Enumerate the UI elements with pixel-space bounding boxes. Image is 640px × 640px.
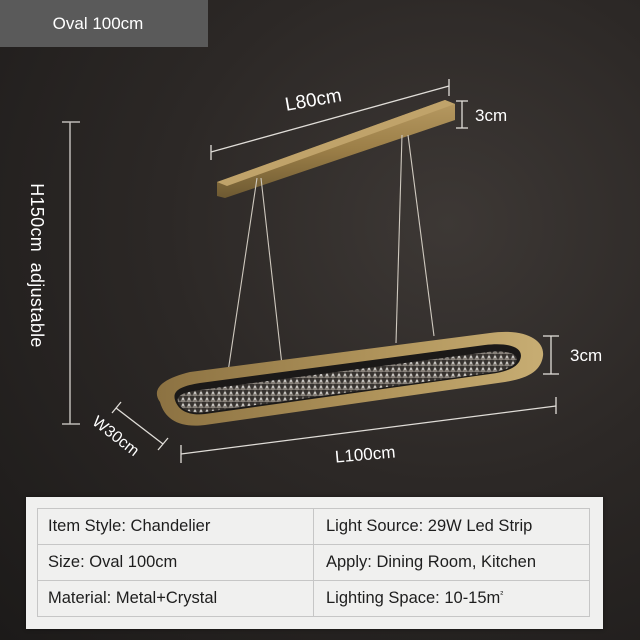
canopy-length-dimension-line bbox=[210, 79, 450, 160]
height-dimension-line bbox=[62, 121, 80, 425]
spec-size: Size: Oval 100cm bbox=[37, 544, 314, 581]
spec-material: Material: Metal+Crystal bbox=[37, 580, 314, 617]
spec-row: Item Style: Chandelier Light Source: 29W… bbox=[37, 508, 590, 545]
variant-badge: Oval 100cm bbox=[0, 0, 208, 47]
spec-row: Material: Metal+Crystal Lighting Space: … bbox=[37, 580, 590, 617]
spec-item-style: Item Style: Chandelier bbox=[37, 508, 314, 545]
spec-table: Item Style: Chandelier Light Source: 29W… bbox=[37, 508, 590, 617]
squared-unit: ² bbox=[500, 589, 504, 599]
ceiling-canopy bbox=[217, 100, 455, 198]
suspension-wires bbox=[227, 134, 435, 373]
canopy-height-label: 3cm bbox=[475, 106, 508, 125]
spec-lighting-space-text: Lighting Space: 10-15m bbox=[326, 589, 501, 607]
spec-card: Item Style: Chandelier Light Source: 29W… bbox=[26, 497, 603, 629]
spec-apply: Apply: Dining Room, Kitchen bbox=[313, 544, 590, 581]
spec-lighting-space: Lighting Space: 10-15m² bbox=[313, 580, 590, 617]
oval-ring bbox=[156, 331, 544, 426]
variant-label: Oval 100cm bbox=[52, 13, 144, 33]
spec-light-source: Light Source: 29W Led Strip bbox=[313, 508, 590, 545]
hanging-height-label: H150cm adjustable bbox=[26, 183, 47, 348]
spec-row: Size: Oval 100cm Apply: Dining Room, Kit… bbox=[37, 544, 590, 581]
ring-width-dimension-line bbox=[111, 401, 169, 451]
ring-height-label: 3cm bbox=[570, 346, 603, 365]
ring-height-dimension-line bbox=[543, 335, 559, 375]
ring-length-dimension-line bbox=[180, 397, 557, 463]
canopy-height-dimension-line bbox=[456, 100, 468, 129]
